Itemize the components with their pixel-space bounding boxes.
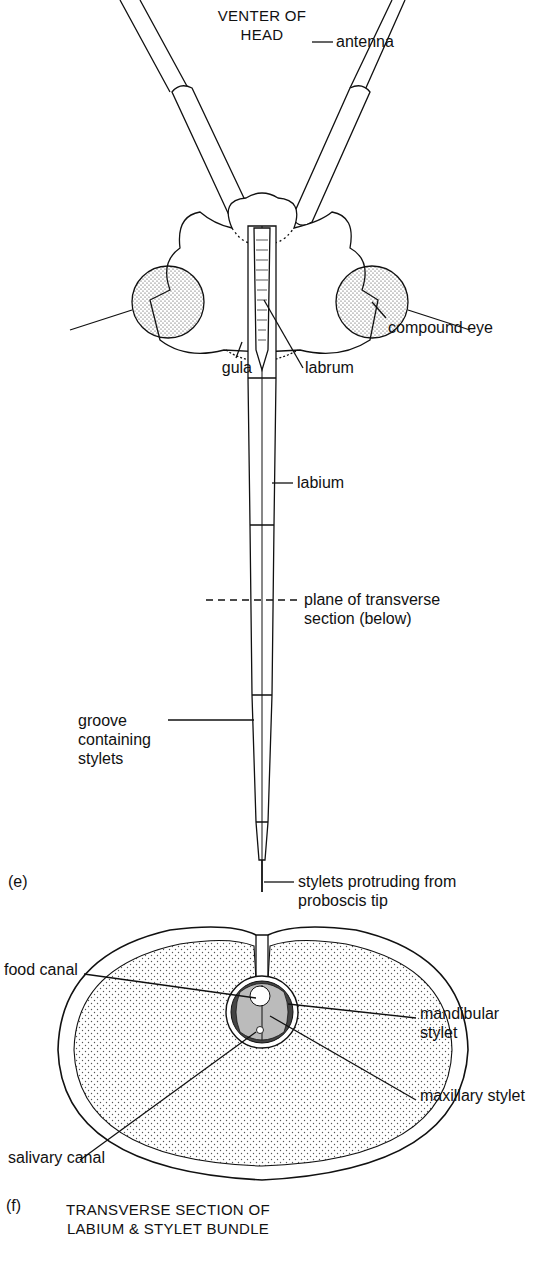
leader <box>372 302 386 318</box>
leader <box>270 1016 416 1100</box>
labium <box>248 226 276 860</box>
food-canal <box>250 986 270 1006</box>
leader <box>272 482 293 483</box>
panel-caption: TRANSVERSE SECTION OF LABIUM & STYLET BU… <box>48 1200 288 1238</box>
part-label: labium <box>297 473 397 492</box>
stylet-bundle <box>226 976 298 1048</box>
maxillary-stylets <box>236 984 288 1041</box>
part-label: antenna <box>336 32 456 51</box>
leader <box>236 342 242 358</box>
part-label: food canal <box>4 960 94 979</box>
labial-groove <box>256 935 268 980</box>
stylet-bundle-core <box>231 981 293 1043</box>
compound-eye-left <box>132 266 204 338</box>
panel-letter: (f) <box>6 1196 46 1215</box>
salivary-canal <box>257 1027 264 1034</box>
antenna-thin-left <box>120 0 188 92</box>
antenna-seg-right <box>292 86 370 225</box>
panel-heading: VENTER OF HEAD <box>212 6 312 44</box>
leader <box>84 974 256 998</box>
part-label: maxillary stylet <box>420 1086 530 1105</box>
leader <box>264 881 294 882</box>
part-label: mandibular stylet <box>420 1004 530 1042</box>
labrum <box>254 228 270 370</box>
section-plane <box>206 599 300 600</box>
part-label: salivary canal <box>8 1148 148 1167</box>
leader <box>80 1032 256 1160</box>
labium-section-inner <box>74 940 452 1166</box>
part-label: compound eye <box>388 318 538 337</box>
labrum-hatch <box>256 240 268 340</box>
leader <box>264 300 303 368</box>
part-label: plane of transverse section (below) <box>304 590 484 628</box>
stylets-tip <box>261 860 263 892</box>
part-label: labrum <box>305 358 405 377</box>
leader <box>288 1004 416 1018</box>
part-label: groove containing stylets <box>78 711 166 768</box>
part-label: stylets protruding from proboscis tip <box>298 872 468 910</box>
labium-section-outer <box>58 927 468 1180</box>
panel-letter: (e) <box>8 872 48 891</box>
part-label: gula <box>202 358 252 377</box>
leader <box>168 719 254 720</box>
leader <box>312 41 333 42</box>
